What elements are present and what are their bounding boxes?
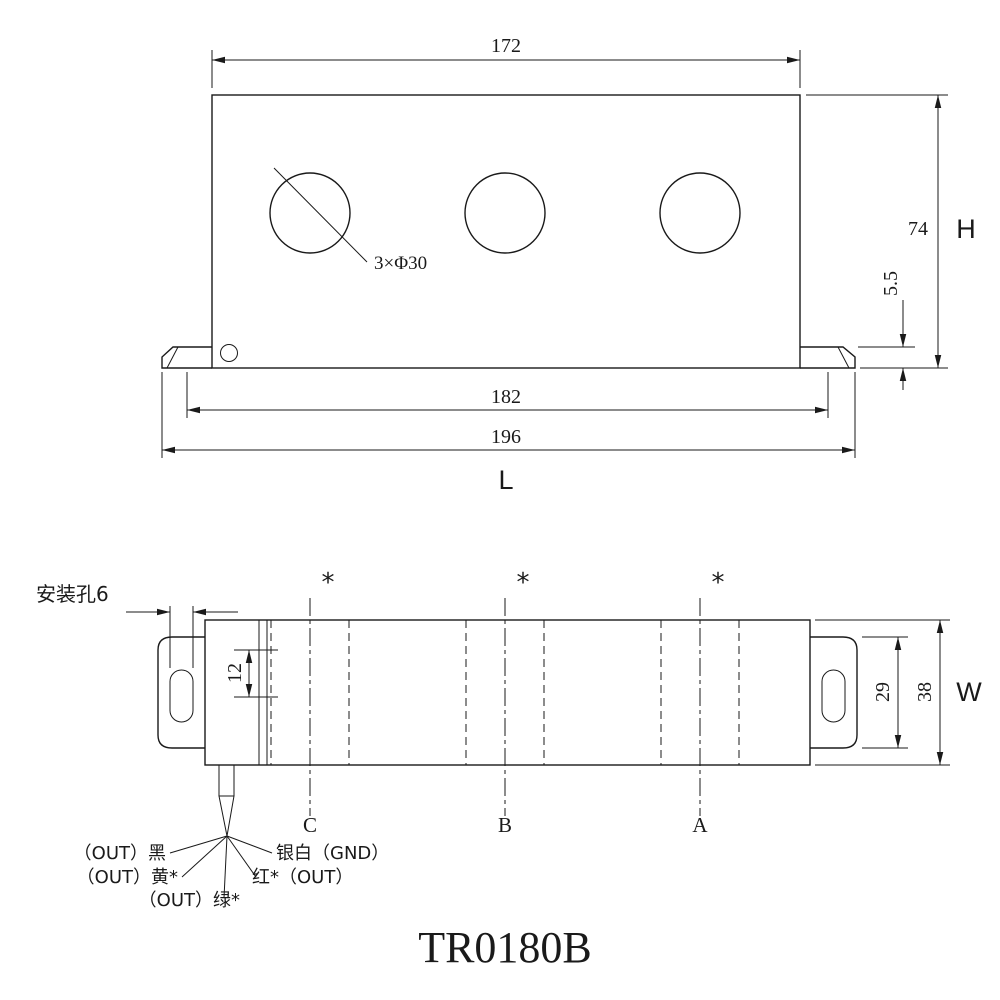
plan-body-outline (204, 619, 811, 766)
dim-74-label: 74 (908, 218, 928, 240)
wire-label-yellow: （OUT）黄* (77, 867, 178, 888)
asterisk-mark: * (517, 568, 530, 598)
right-foot (800, 346, 856, 369)
hidden-hole-edges (270, 620, 740, 765)
dim-172: 172 (211, 35, 801, 88)
right-foot-chamfer-line (837, 346, 850, 369)
dim-12: 12 (224, 649, 278, 698)
wire-bundle-tip (218, 795, 235, 837)
dim-182-label: 182 (491, 386, 521, 408)
dim-38-label: 38 (914, 682, 936, 702)
dim-196-L: 196 L (161, 372, 856, 495)
dim-12-label: 12 (224, 663, 246, 683)
asterisk-mark: * (322, 568, 335, 598)
centerline-label-b: B (498, 813, 512, 837)
hole-diameter-label: 3×Φ30 (374, 253, 427, 274)
screw-hole (220, 344, 238, 362)
left-mounting-tab (157, 636, 205, 749)
wire-leader-yellow (181, 835, 228, 878)
model-title: TR0180B (418, 923, 592, 972)
wire-leader-black (169, 835, 228, 854)
dim-74-H: 74 H (806, 94, 976, 369)
through-hole-a (659, 172, 741, 254)
right-mounting-slot (821, 669, 846, 723)
leader-line (273, 167, 368, 263)
front-view: 3×Φ30 172 74 H 5.5 182 (161, 35, 976, 495)
through-hole-b (464, 172, 546, 254)
hole-callout: 3×Φ30 (273, 167, 427, 274)
wire-label-black: （OUT）黑 (74, 843, 166, 864)
left-mounting-slot (169, 669, 194, 723)
plan-view: * C * B * A 安装孔6 12 (36, 568, 982, 911)
wire-label-green: （OUT）绿* (139, 890, 240, 911)
inner-wall-lines (258, 620, 268, 765)
centerline-c: * C (303, 568, 335, 837)
dim-182: 182 (186, 372, 829, 418)
through-hole-c (269, 172, 351, 254)
wire-label-red: 红*（OUT） (252, 867, 353, 888)
dim-196-label: 196 (491, 426, 521, 448)
centerline-label-a: A (692, 813, 708, 837)
centerline-a: * A (692, 568, 724, 837)
asterisk-mark: * (712, 568, 725, 598)
centerline-b: * B (498, 568, 530, 837)
dim-29: 29 (862, 636, 908, 749)
depth-letter: W (956, 677, 982, 707)
wire-leader-red (226, 835, 257, 878)
centerline-label-c: C (303, 813, 317, 837)
dim-172-label: 172 (491, 35, 521, 57)
dim-5-5-label: 5.5 (880, 271, 902, 296)
left-foot (161, 346, 212, 369)
mounting-hole-label: 安装孔6 (36, 582, 109, 606)
dim-29-label: 29 (872, 682, 894, 702)
wire-exit: （OUT）黑 （OUT）黄* （OUT）绿* 银白（GND） 红*（OUT） (74, 765, 389, 911)
dim-38-W: 38 W (815, 619, 982, 766)
length-letter: L (498, 465, 513, 495)
dim-mounting-hole-6: 安装孔6 (36, 582, 238, 668)
dim-5-5: 5.5 (858, 271, 915, 390)
right-mounting-tab (810, 636, 858, 749)
wire-leader-green (223, 835, 228, 899)
front-body-outline (211, 94, 801, 369)
left-foot-chamfer-line (166, 346, 179, 369)
wire-label-silver: 银白（GND） (276, 843, 389, 864)
wire-leader-silver (226, 835, 273, 854)
height-letter: H (956, 214, 976, 244)
